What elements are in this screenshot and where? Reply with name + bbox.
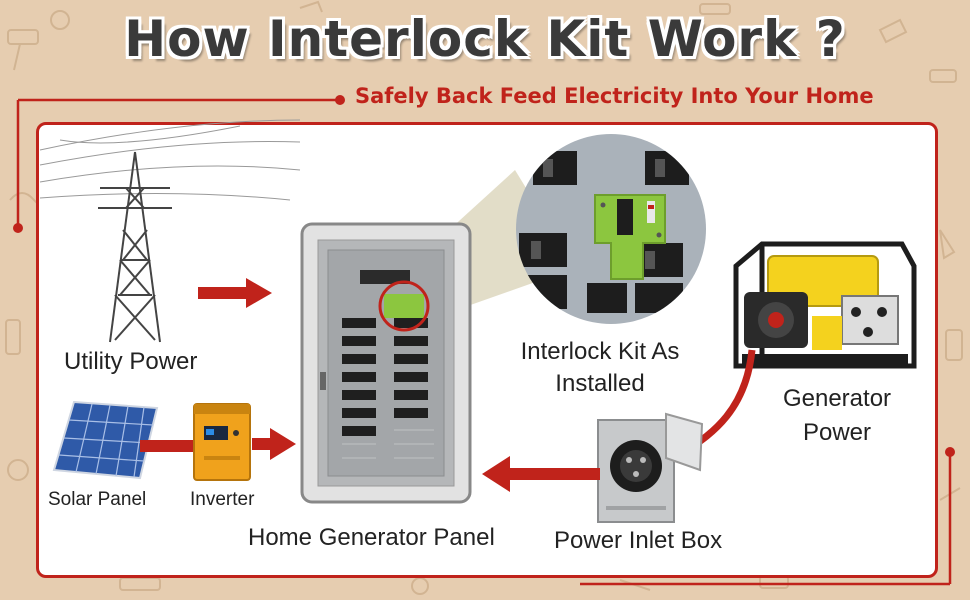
breaker-panel-icon: [300, 222, 472, 504]
arrow-inverter-to-panel: [252, 428, 296, 460]
generator-label-line1: Generator: [782, 385, 892, 412]
arrow-inlet-to-panel: [482, 456, 600, 492]
inverter-label: Inverter: [190, 489, 255, 510]
page-subtitle: Safely Back Feed Electricity Into Your H…: [355, 84, 874, 108]
interlock-kit-icon: [516, 134, 706, 324]
solar-panel-label: Solar Panel: [48, 489, 147, 510]
power-inlet-box-label: Power Inlet Box: [554, 527, 723, 554]
solar-panel-icon: [52, 400, 159, 480]
generator-label-line2: Power: [802, 419, 872, 446]
arrow-solar-to-inverter: [140, 440, 196, 452]
arrow-utility-to-panel: [198, 278, 272, 308]
interlock-kit-label-line1: Interlock Kit As: [520, 338, 680, 365]
home-generator-panel-label: Home Generator Panel: [248, 524, 495, 551]
inverter-icon: [193, 403, 251, 481]
generator-icon: [733, 241, 917, 369]
utility-tower-icon: [98, 151, 172, 343]
interlock-kit-label-line2: Installed: [555, 370, 645, 397]
utility-power-label: Utility Power: [64, 348, 198, 375]
page-title: How Interlock Kit Work ?: [124, 10, 846, 68]
power-inlet-box-icon: [597, 412, 704, 523]
